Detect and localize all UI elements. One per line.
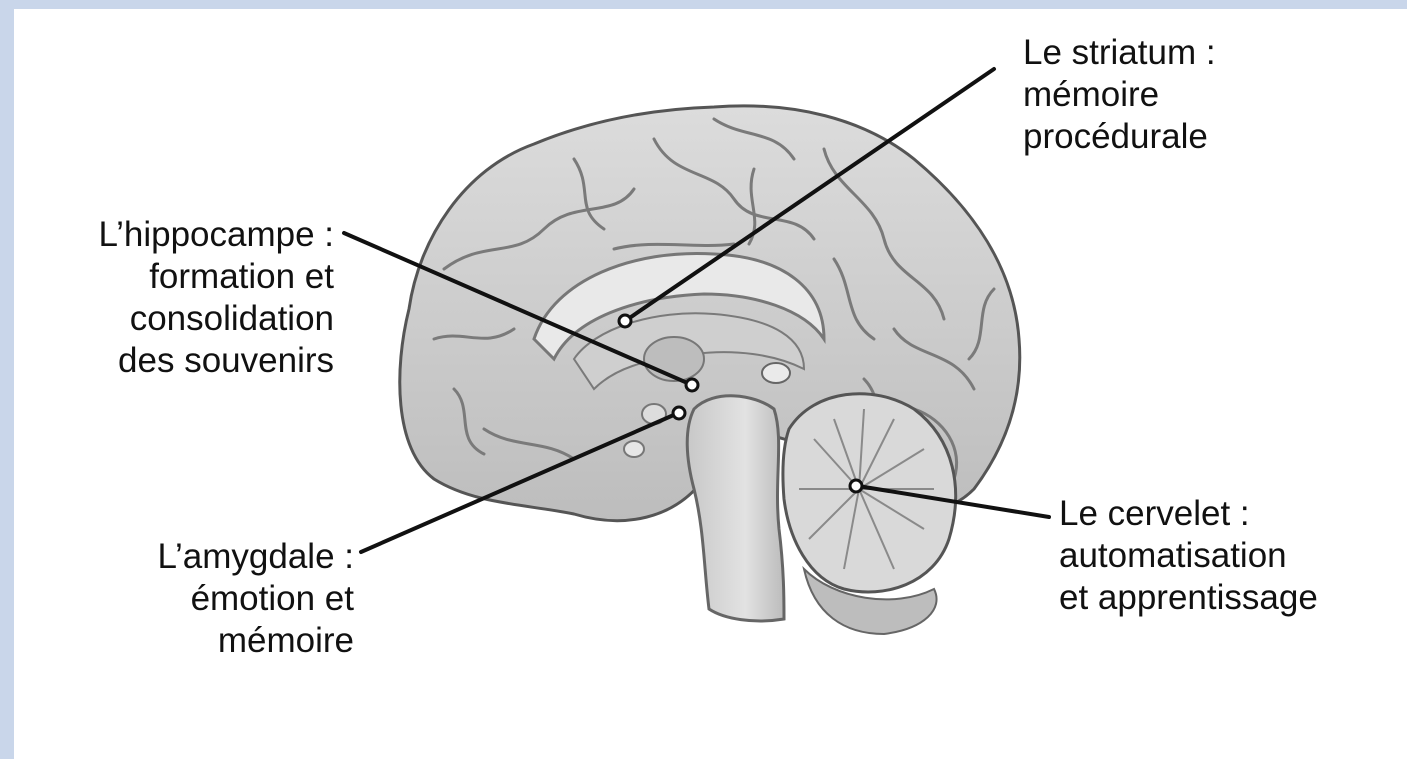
label-striatum-line-3: procédurale [1023,116,1216,158]
label-amygdale-line-1: L’amygdale : [157,536,354,578]
marker-hippocampe [686,379,698,391]
label-hippocampe-line-1: L’hippocampe : [99,214,334,256]
label-cervelet: Le cervelet : automatisation et apprenti… [1059,493,1318,619]
label-cervelet-line-3: et apprentissage [1059,577,1318,619]
label-hippocampe: L’hippocampe : formation et consolidatio… [99,214,334,382]
midbrain-nuclei [644,337,704,381]
label-striatum: Le striatum : mémoire procédurale [1023,32,1216,158]
label-cervelet-line-1: Le cervelet : [1059,493,1318,535]
label-amygdale: L’amygdale : émotion et mémoire [157,536,354,662]
label-cervelet-line-2: automatisation [1059,535,1318,577]
marker-striatum [619,315,631,327]
pineal-gland [762,363,790,383]
label-striatum-line-1: Le striatum : [1023,32,1216,74]
brainstem [687,396,784,621]
label-hippocampe-line-3: consolidation [99,298,334,340]
label-striatum-line-2: mémoire [1023,74,1216,116]
label-hippocampe-line-4: des souvenirs [99,340,334,382]
limbic-blob-1 [624,441,644,457]
marker-amygdale [673,407,685,419]
cerebellum [783,394,956,592]
label-hippocampe-line-2: formation et [99,256,334,298]
marker-cervelet [850,480,862,492]
diagram-canvas: Le striatum : mémoire procédurale L’hipp… [14,9,1407,759]
label-amygdale-line-2: émotion et [157,578,354,620]
label-amygdale-line-3: mémoire [157,620,354,662]
